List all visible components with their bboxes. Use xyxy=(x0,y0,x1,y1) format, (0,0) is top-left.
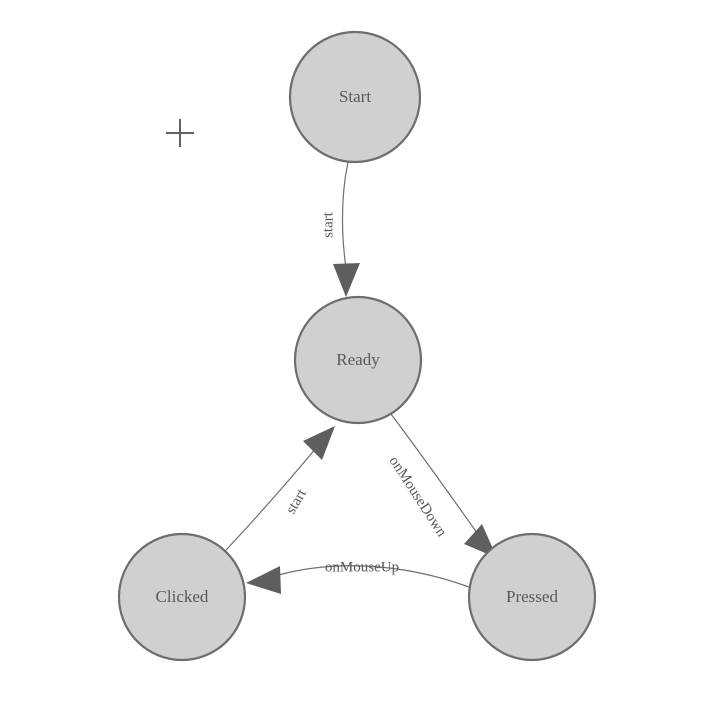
node-label: Clicked xyxy=(156,587,209,606)
edge-pressed-to-clicked[interactable]: onMouseUp xyxy=(246,559,470,594)
node-circle[interactable] xyxy=(288,30,422,164)
arrowhead-icon xyxy=(303,426,335,460)
edge-ready-to-pressed[interactable]: onMouseDown xyxy=(386,413,497,558)
edge-line xyxy=(224,446,318,552)
state-node-start[interactable]: Start xyxy=(288,30,422,164)
edge-label: onMouseUp xyxy=(325,559,399,575)
crosshair-icon xyxy=(166,119,194,147)
state-node-pressed[interactable]: Pressed xyxy=(467,532,597,662)
node-label: Ready xyxy=(336,350,380,369)
edge-line xyxy=(390,413,481,538)
edge-label: start xyxy=(320,211,336,238)
arrowhead-icon xyxy=(246,566,281,594)
arrowhead-icon xyxy=(333,263,360,297)
edge-label: start xyxy=(283,486,310,517)
state-node-clicked[interactable]: Clicked xyxy=(117,532,247,662)
edge-label: onMouseDown xyxy=(386,454,450,541)
edge-line xyxy=(274,565,470,588)
edge-start-to-ready[interactable]: start xyxy=(320,161,360,297)
node-circle[interactable] xyxy=(467,532,597,662)
node-label: Start xyxy=(339,87,371,106)
state-node-ready[interactable]: Ready xyxy=(293,295,423,425)
node-circle[interactable] xyxy=(117,532,247,662)
edge-line xyxy=(341,161,349,269)
arrowhead-icon xyxy=(464,524,497,558)
node-label: Pressed xyxy=(506,587,558,606)
edge-clicked-to-ready[interactable]: start xyxy=(224,426,335,552)
node-circle[interactable] xyxy=(293,295,423,425)
